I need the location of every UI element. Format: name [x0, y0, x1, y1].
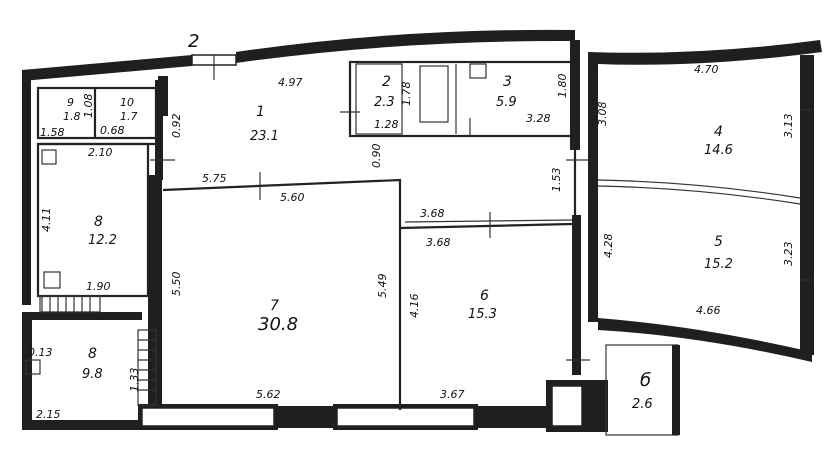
- stair-room-number: 8: [88, 346, 97, 362]
- bottom-wall-d: [478, 406, 548, 428]
- dim-308: 3.08: [596, 102, 609, 127]
- dim-190: 1.90: [86, 280, 111, 293]
- dim-153: 1.53: [550, 168, 563, 193]
- plan-label: 2: [188, 31, 199, 52]
- dim-368-top: 3.68: [420, 207, 445, 220]
- dim-092: 0.92: [170, 114, 183, 139]
- dim-562: 5.62: [256, 388, 281, 401]
- room-10-number: 10: [120, 96, 134, 109]
- stair-room-area: 9.8: [82, 367, 103, 382]
- dim-090: 0.90: [370, 144, 383, 169]
- outer-walls: [22, 29, 822, 436]
- dim-549: 5.49: [376, 274, 389, 299]
- room-8-number: 8: [94, 214, 103, 230]
- dim-108: 1.08: [82, 94, 95, 119]
- dim-128: 1.28: [374, 118, 399, 131]
- dim-550: 5.50: [170, 272, 183, 297]
- dim-575: 5.75: [202, 172, 227, 185]
- dim-323: 3.23: [782, 242, 795, 267]
- bottom-wall-b: [278, 406, 333, 428]
- room-10-area: 1.7: [120, 110, 138, 123]
- room-2-area: 2.3: [374, 95, 395, 110]
- dim-470: 4.70: [694, 63, 719, 76]
- wc-bath-block: [36, 86, 158, 140]
- room-4-number: 4: [714, 124, 723, 140]
- dim-428: 4.28: [602, 234, 615, 259]
- dim-466: 4.66: [696, 304, 721, 317]
- kitchen-box: [36, 142, 150, 298]
- top-wall-curved: [236, 29, 575, 63]
- room-3-area: 5.9: [496, 95, 517, 110]
- room-5-area: 15.2: [704, 257, 733, 272]
- dim-497: 4.97: [278, 76, 303, 89]
- room-2-number: 2: [382, 74, 391, 90]
- right-wall: [800, 55, 814, 355]
- dim-180: 1.80: [556, 74, 569, 99]
- room-6-number: 6: [480, 288, 489, 304]
- right-block-bottom: [598, 318, 812, 362]
- interior-walls: [25, 40, 812, 410]
- room-7-number: 7: [270, 298, 279, 314]
- dim-368-bottom: 3.68: [426, 236, 451, 249]
- balcony-number: б: [640, 370, 651, 391]
- room-9-area: 1.8: [63, 110, 81, 123]
- room-6-area: 15.3: [468, 307, 497, 322]
- dim-411: 4.11: [40, 208, 53, 233]
- room-7-area: 30.8: [258, 314, 298, 335]
- dim-133: 1.33: [128, 368, 141, 393]
- balcony-area: 2.6: [632, 397, 653, 412]
- left-wall: [22, 75, 31, 305]
- room-1-number: 1: [256, 104, 265, 120]
- room-5-number: 5: [714, 234, 723, 250]
- dim-367: 3.67: [440, 388, 465, 401]
- dim-560: 5.60: [280, 191, 305, 204]
- top-wall-left: [22, 55, 192, 81]
- dim-158: 1.58: [40, 126, 65, 139]
- room-8-area: 12.2: [88, 233, 117, 248]
- room-4-area: 14.6: [704, 143, 733, 158]
- bottom-wall-left: [22, 420, 142, 430]
- dim-013: 0.13: [28, 346, 53, 359]
- dim-313: 3.13: [782, 114, 795, 139]
- stair-top-wall: [22, 312, 142, 320]
- dim-215: 2.15: [36, 408, 61, 421]
- room-1-area: 23.1: [250, 129, 279, 144]
- labels: 2 1 23.1 2 2.3 3 5.9 4 14.6 5 15.2 6 15.…: [28, 31, 795, 421]
- dim-416: 4.16: [408, 294, 421, 319]
- dim-210: 2.10: [88, 146, 113, 159]
- room-9-number: 9: [67, 96, 74, 109]
- dim-178: 1.78: [400, 82, 413, 107]
- room-3-number: 3: [503, 74, 512, 90]
- dim-068: 0.68: [100, 124, 125, 137]
- dim-328: 3.28: [526, 112, 551, 125]
